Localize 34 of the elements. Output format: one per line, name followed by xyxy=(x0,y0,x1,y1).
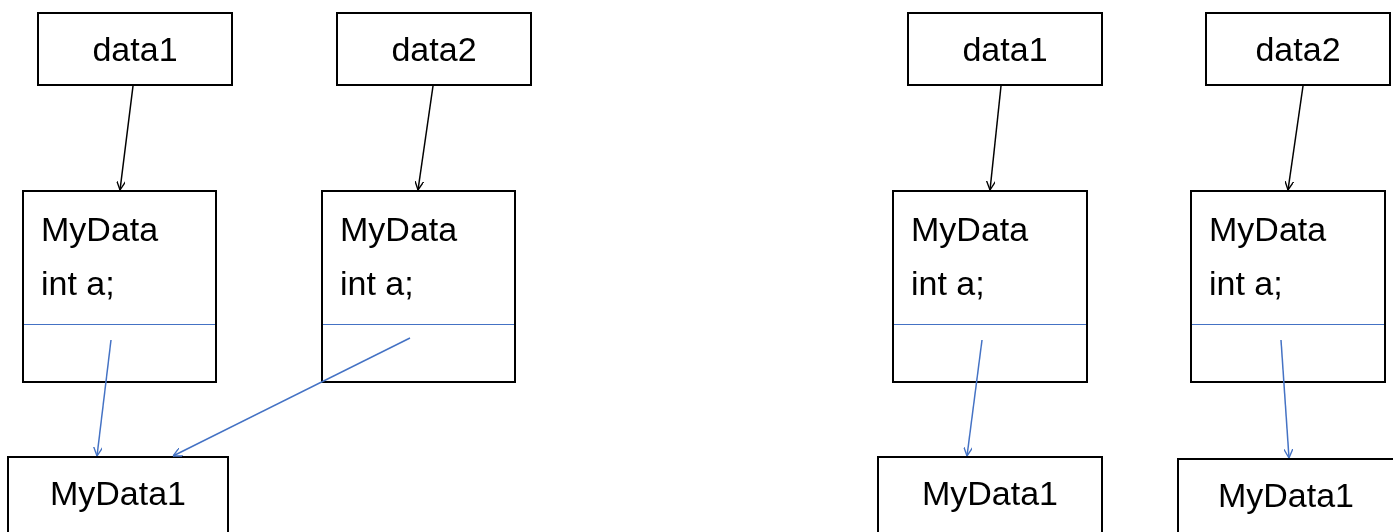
class-box xyxy=(22,190,217,383)
class-box xyxy=(892,190,1088,383)
node-label: data2 xyxy=(390,32,478,66)
arrow xyxy=(116,85,134,191)
data-box xyxy=(7,456,229,532)
class-name: MyData xyxy=(1209,212,1327,246)
node-label: MyData1 xyxy=(920,476,1060,510)
class-name: MyData xyxy=(41,212,159,246)
node-label: data1 xyxy=(961,32,1049,66)
arrow xyxy=(1284,85,1304,191)
data-box xyxy=(336,12,532,86)
node-label: MyData1 xyxy=(1216,478,1356,512)
arrow xyxy=(985,85,1002,191)
data-box xyxy=(1205,12,1391,86)
data-box xyxy=(877,456,1103,532)
class-name: MyData xyxy=(340,212,458,246)
arrow xyxy=(963,339,983,457)
node-label: data1 xyxy=(91,32,179,66)
arrow xyxy=(1280,339,1294,459)
arrow xyxy=(172,337,411,457)
class-box xyxy=(1190,190,1386,383)
arrow xyxy=(92,339,112,457)
data-box xyxy=(1177,458,1393,532)
data-box xyxy=(37,12,233,86)
field-declaration: int a; xyxy=(911,266,985,300)
arrow xyxy=(414,85,434,191)
class-name: MyData xyxy=(911,212,1029,246)
class-box xyxy=(321,190,516,383)
field-declaration: int a; xyxy=(1209,266,1283,300)
data-box xyxy=(907,12,1103,86)
field-declaration: int a; xyxy=(340,266,414,300)
field-declaration: int a; xyxy=(41,266,115,300)
node-label: MyData1 xyxy=(48,476,188,510)
node-label: data2 xyxy=(1254,32,1342,66)
